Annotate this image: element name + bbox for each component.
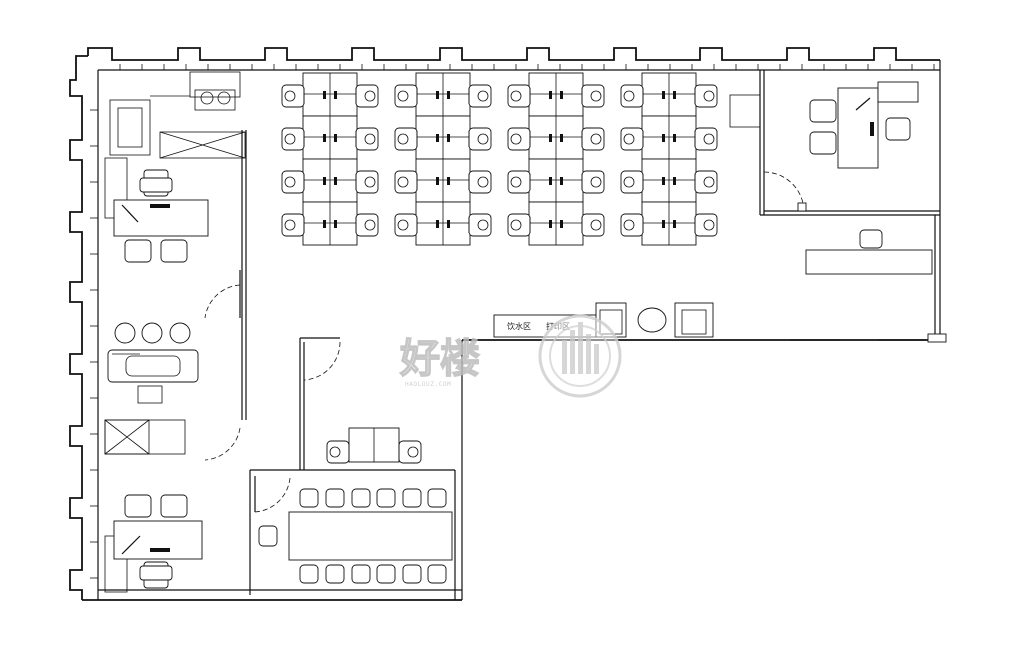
conference-chair	[325, 488, 345, 508]
haolou-watermark: 好楼 HAOLOUZ.COM	[398, 314, 622, 398]
conference-chair	[325, 564, 345, 584]
chair	[581, 170, 605, 194]
chair	[394, 170, 418, 194]
workstation-row	[507, 201, 605, 246]
print-area-label: 打印区	[546, 321, 570, 331]
workstation-row	[281, 158, 379, 203]
watermark-brand-text: 好楼	[399, 336, 480, 382]
chair	[394, 213, 418, 237]
chair	[281, 170, 305, 194]
chair	[468, 170, 492, 194]
workstation-row	[620, 115, 718, 160]
executive-office	[729, 70, 947, 343]
chair	[694, 213, 718, 237]
workstation-row	[620, 72, 718, 117]
chair	[507, 84, 531, 108]
chair	[281, 213, 305, 237]
conference-chair	[351, 564, 371, 584]
chair	[620, 127, 644, 151]
chair	[468, 127, 492, 151]
conference-chair	[427, 564, 447, 584]
chair	[355, 213, 379, 237]
workstation-row	[394, 158, 492, 203]
workstation-row	[281, 72, 379, 117]
workstation-row	[507, 115, 605, 160]
chair	[620, 213, 644, 237]
workstation-row	[507, 72, 605, 117]
chair	[355, 170, 379, 194]
chair	[355, 127, 379, 151]
chair	[394, 127, 418, 151]
left-offices	[104, 71, 247, 593]
workstation-cluster	[394, 72, 492, 246]
chair	[468, 84, 492, 108]
chair	[326, 440, 350, 464]
conference-chair	[376, 488, 396, 508]
workstation-row	[281, 115, 379, 160]
chair	[694, 127, 718, 151]
chair	[507, 213, 531, 237]
chair	[394, 84, 418, 108]
workstation-row	[620, 158, 718, 203]
chair	[694, 170, 718, 194]
chair	[281, 84, 305, 108]
workstation-row	[394, 201, 492, 246]
water-area-label: 饮水区	[507, 321, 531, 331]
chair	[398, 440, 422, 464]
chair	[581, 84, 605, 108]
chair	[468, 213, 492, 237]
chair	[620, 84, 644, 108]
chair	[355, 84, 379, 108]
chair	[581, 213, 605, 237]
conference-chair	[299, 564, 319, 584]
workstation-cluster	[620, 72, 718, 246]
chair	[620, 170, 644, 194]
conference-chair	[402, 564, 422, 584]
workstation-cluster	[507, 72, 605, 246]
workstation-cluster	[281, 72, 379, 246]
workstation-row	[620, 201, 718, 246]
conference-chair	[427, 488, 447, 508]
workstation-row	[394, 72, 492, 117]
watermark-url-text: HAOLOUZ.COM	[405, 381, 451, 388]
chair	[281, 127, 305, 151]
open-workstations	[281, 72, 718, 246]
center-meeting-area	[249, 337, 456, 600]
watermark-logo-icon	[538, 314, 622, 398]
conference-chair	[376, 564, 396, 584]
chair	[694, 84, 718, 108]
chair	[507, 127, 531, 151]
conference-chair	[299, 488, 319, 508]
workstation-row	[507, 158, 605, 203]
conference-chair	[351, 488, 371, 508]
workstation-row	[394, 115, 492, 160]
chair	[581, 127, 605, 151]
conference-chair	[402, 488, 422, 508]
workstation-row	[281, 201, 379, 246]
building-outer-wall	[69, 47, 945, 601]
chair	[507, 170, 531, 194]
